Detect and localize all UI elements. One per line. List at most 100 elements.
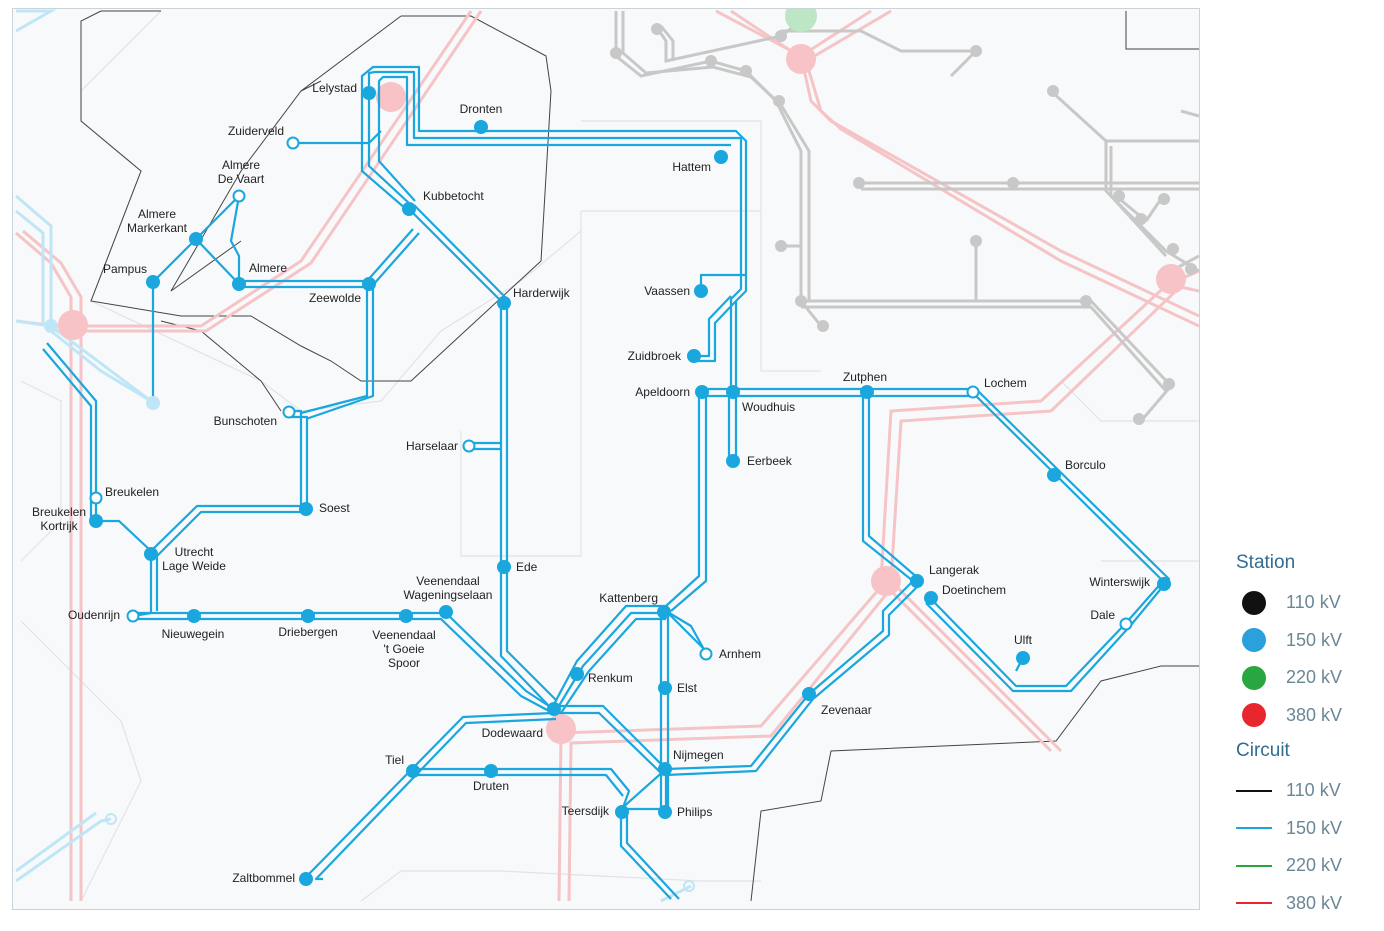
- legend-circuit-label: 380 kV: [1286, 892, 1343, 913]
- legend-station-title: Station: [1236, 552, 1296, 573]
- station-label: Philips: [677, 805, 712, 819]
- station-marker[interactable]: [658, 805, 672, 819]
- station-marker[interactable]: [726, 385, 740, 399]
- station-marker[interactable]: [144, 547, 158, 561]
- station-marker[interactable]: [484, 764, 498, 778]
- circuits-110kv-faint: [614, 11, 1199, 422]
- station-marker[interactable]: [399, 609, 413, 623]
- station-label: Zeewolde: [309, 291, 361, 305]
- legend-circuit-label: 150 kV: [1286, 817, 1343, 838]
- station-marker[interactable]: [286, 136, 300, 150]
- station-marker[interactable]: [658, 762, 672, 776]
- station-label: Ulft: [1014, 633, 1033, 647]
- station-label: Lelystad: [312, 81, 357, 95]
- station-label: Zaltbommel: [232, 871, 295, 885]
- region-outlines: [80, 10, 1199, 902]
- station-label: Druten: [473, 779, 509, 793]
- station-marker[interactable]: [299, 872, 313, 886]
- station-marker[interactable]: [497, 296, 511, 310]
- station-marker[interactable]: [474, 120, 488, 134]
- station-label: Soest: [319, 501, 350, 515]
- station-marker[interactable]: [860, 385, 874, 399]
- station-marker[interactable]: [362, 277, 376, 291]
- station-label: Renkum: [588, 671, 633, 685]
- station-marker[interactable]: [726, 454, 740, 468]
- station-label: Kattenberg: [599, 591, 658, 605]
- legend-circuit-line: [1236, 827, 1272, 830]
- station-label: Zutphen: [843, 370, 887, 384]
- legend-circuit-line: [1236, 864, 1272, 867]
- station-marker[interactable]: [910, 574, 924, 588]
- station-marker[interactable]: [1016, 651, 1030, 665]
- legend-station-row: 150 kV: [1236, 622, 1376, 660]
- station-label: Elst: [677, 681, 698, 695]
- station-marker[interactable]: [657, 605, 671, 619]
- station-label: Pampus: [103, 262, 147, 276]
- station-marker[interactable]: [714, 150, 728, 164]
- station-marker[interactable]: [439, 605, 453, 619]
- station-label: Zuiderveld: [228, 124, 284, 138]
- legend-circuit-row: 380 kV: [1236, 885, 1376, 923]
- station-marker[interactable]: [232, 189, 246, 203]
- station-label: Teersdijk: [562, 804, 610, 818]
- station-label: Almere: [249, 261, 287, 275]
- station-marker[interactable]: [282, 405, 296, 419]
- legend-station-dot: [1242, 703, 1266, 728]
- station-label: Dale: [1090, 608, 1115, 622]
- legend-station-label: 150 kV: [1286, 629, 1343, 650]
- station-label: Driebergen: [278, 625, 337, 639]
- station-label: Tiel: [385, 753, 404, 767]
- station-label: Arnhem: [719, 647, 761, 661]
- station-marker[interactable]: [924, 591, 938, 605]
- map-legend: Station 110 kV 150 kV 220 kV 380 kV Circuit…: [1236, 552, 1376, 922]
- station-label: Dodewaard: [482, 726, 543, 740]
- legend-station-row: 110 kV: [1236, 584, 1376, 622]
- station-marker[interactable]: [687, 349, 701, 363]
- station-marker[interactable]: [362, 86, 376, 100]
- station-marker[interactable]: [570, 667, 584, 681]
- station-marker[interactable]: [695, 385, 709, 399]
- legend-station-label: 110 kV: [1286, 592, 1341, 613]
- station-marker[interactable]: [1119, 617, 1133, 631]
- station-marker[interactable]: [802, 687, 816, 701]
- station-marker[interactable]: [966, 385, 980, 399]
- legend-circuit-row: 150 kV: [1236, 810, 1376, 848]
- station-marker[interactable]: [658, 681, 672, 695]
- legend-station-row: 220 kV: [1236, 659, 1376, 697]
- legend-circuit-title: Circuit: [1236, 740, 1290, 761]
- station-marker[interactable]: [402, 202, 416, 216]
- station-label: Zuidbroek: [628, 349, 682, 363]
- station-marker[interactable]: [462, 439, 476, 453]
- station-label: Nijmegen: [673, 748, 724, 762]
- station-label: Dronten: [460, 102, 503, 116]
- station-marker[interactable]: [547, 702, 561, 716]
- station-marker[interactable]: [615, 805, 629, 819]
- station-marker[interactable]: [187, 609, 201, 623]
- station-marker[interactable]: [497, 560, 511, 574]
- station-marker[interactable]: [89, 514, 103, 528]
- stations-110kv-faint: [610, 23, 1197, 425]
- station-marker[interactable]: [699, 647, 713, 661]
- station-marker[interactable]: [299, 502, 313, 516]
- station-marker[interactable]: [189, 232, 203, 246]
- station-marker[interactable]: [694, 284, 708, 298]
- station-marker[interactable]: [1047, 468, 1061, 482]
- station-marker[interactable]: [89, 491, 103, 505]
- station-marker[interactable]: [232, 277, 246, 291]
- legend-circuit-row: 220 kV: [1236, 847, 1376, 885]
- station-label: Ede: [516, 560, 538, 574]
- station-marker[interactable]: [126, 609, 140, 623]
- station-marker[interactable]: [146, 275, 160, 289]
- station-label: Kubbetocht: [423, 189, 484, 203]
- station-marker[interactable]: [406, 764, 420, 778]
- stations-150kv: [89, 86, 1171, 886]
- station-marker[interactable]: [1157, 577, 1171, 591]
- legend-station-label: 220 kV: [1286, 667, 1343, 688]
- station-marker[interactable]: [301, 609, 315, 623]
- station-label: Winterswijk: [1089, 575, 1151, 589]
